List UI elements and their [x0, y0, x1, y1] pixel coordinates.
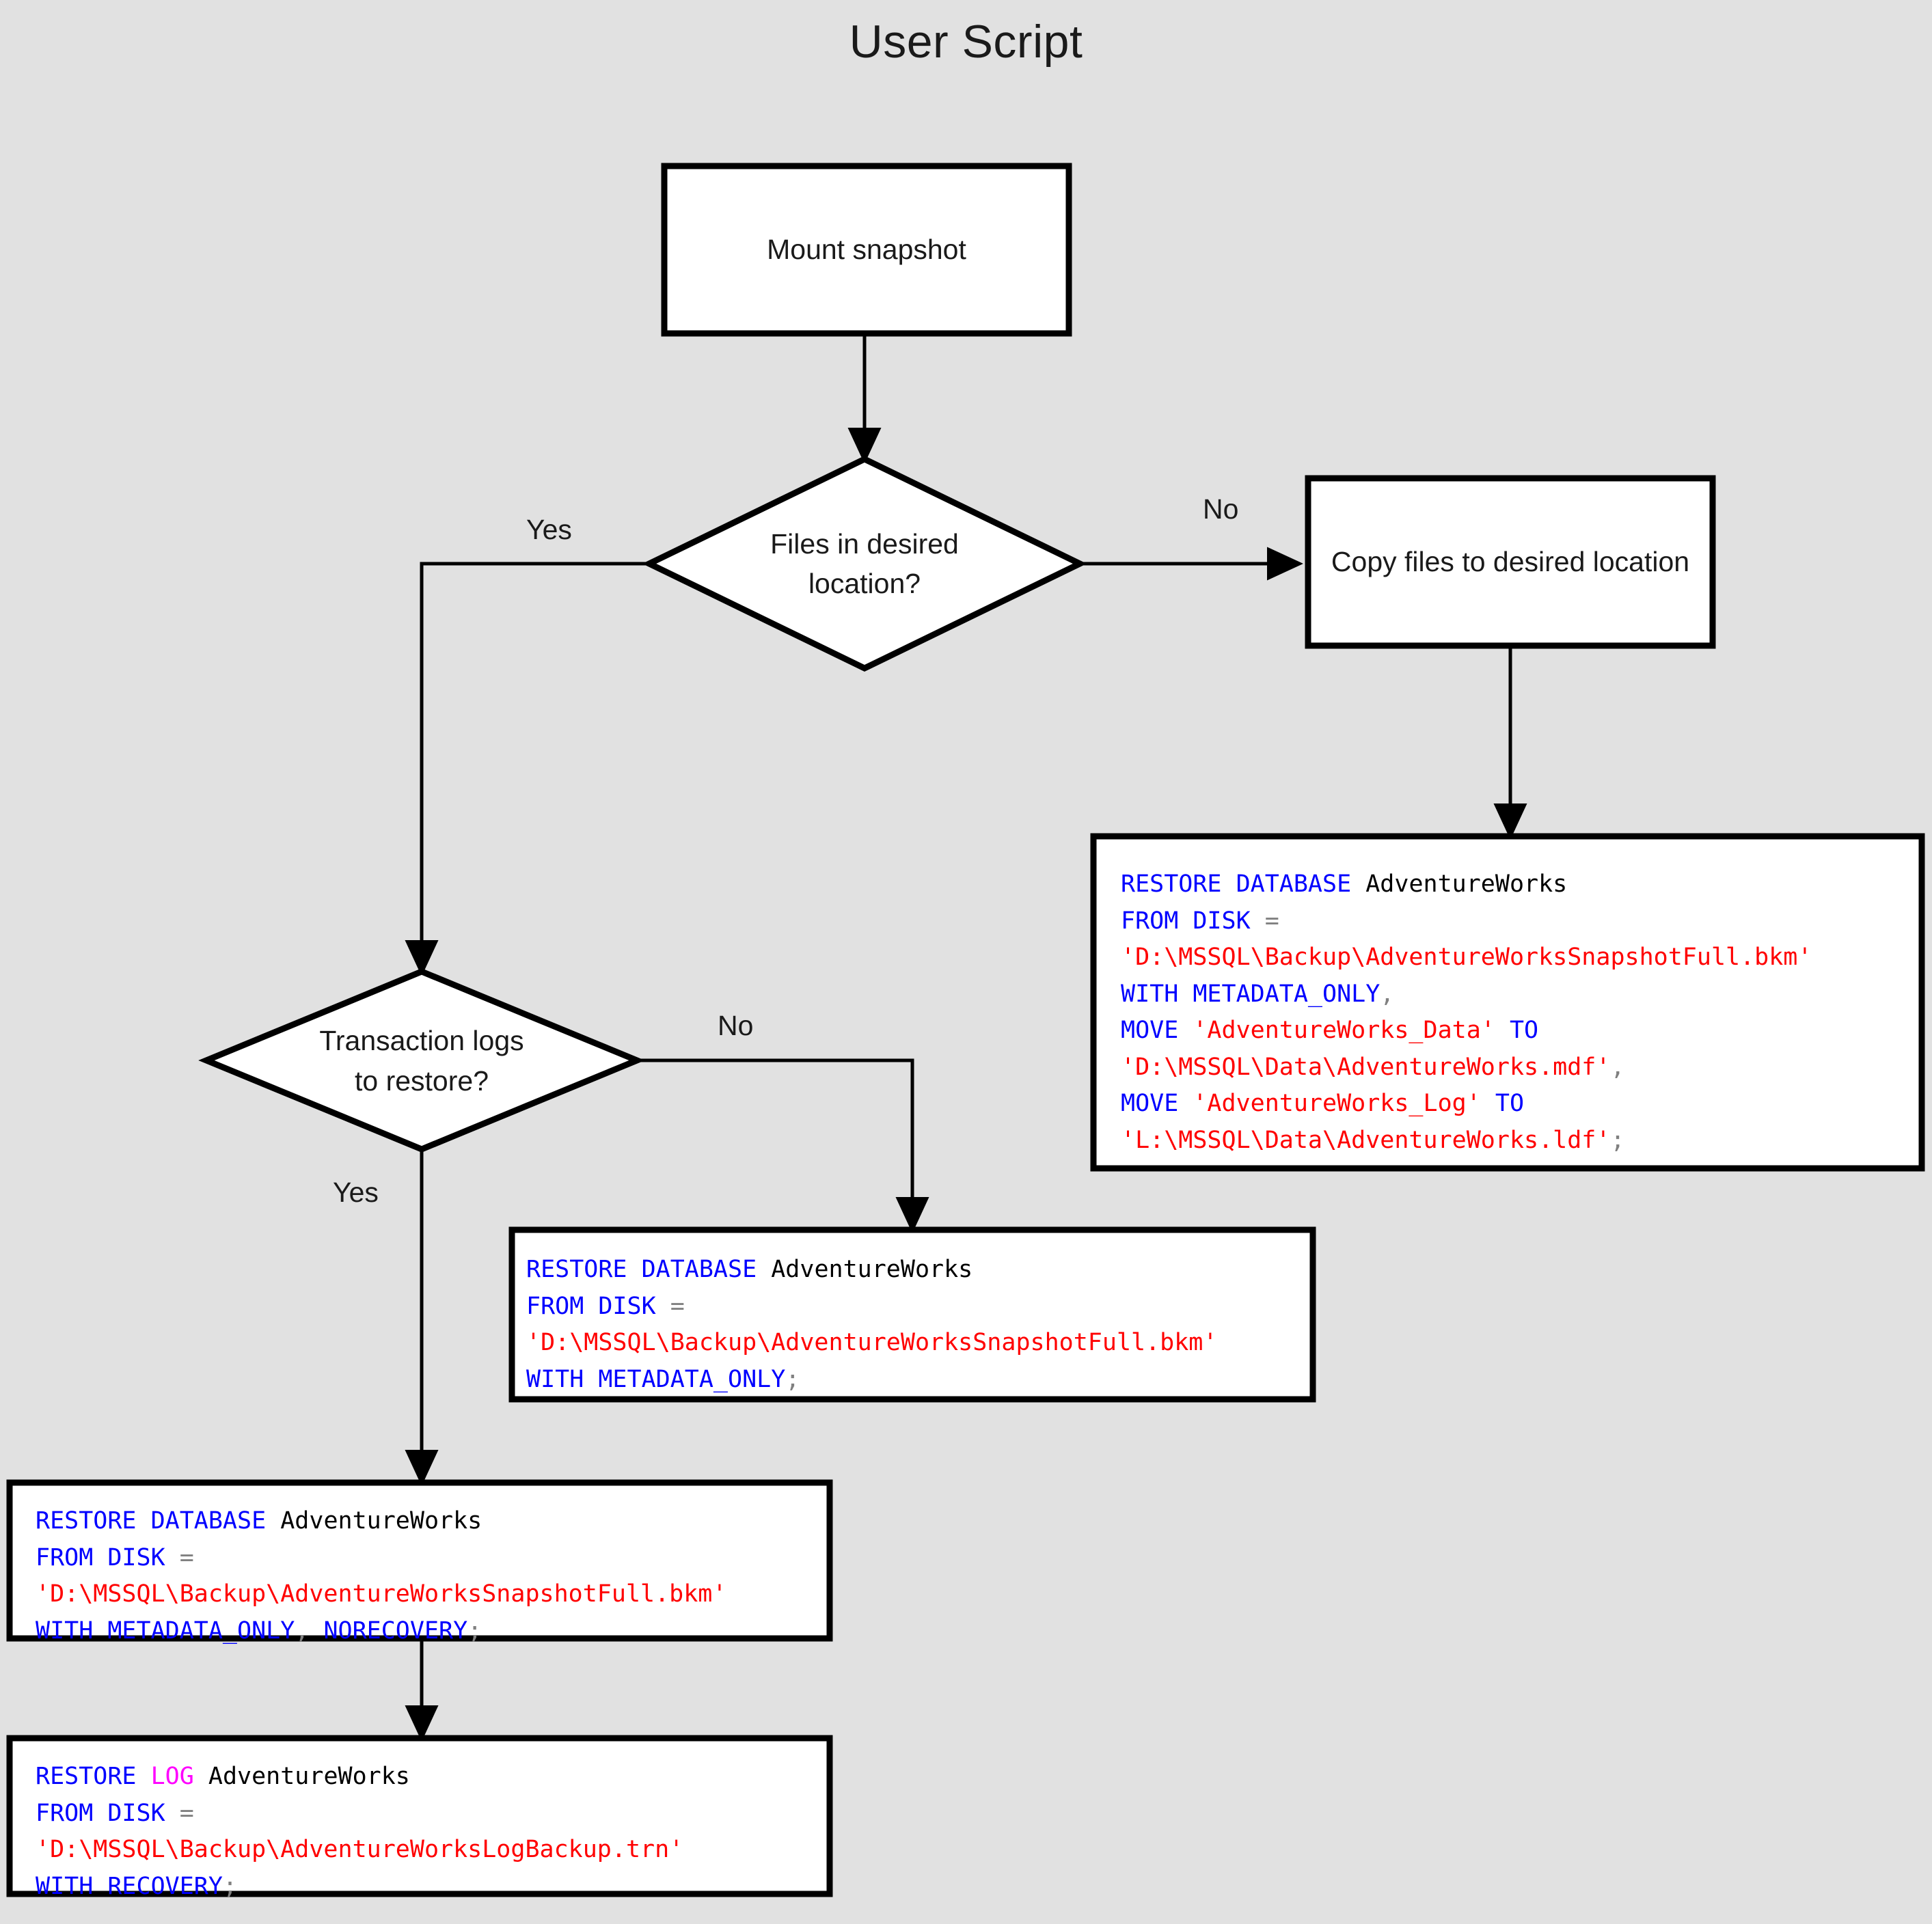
code-box-restore-with-move[interactable]	[1090, 833, 1925, 1172]
code-token: RESTORE	[36, 1763, 151, 1790]
code-token: FROM DISK	[36, 1543, 180, 1571]
code-token: FROM DISK	[36, 1799, 180, 1827]
code-box-restore-metadata-only[interactable]	[508, 1226, 1316, 1403]
code-token: 'D:\MSSQL\Backup\AdventureWorksSnapshotF…	[1121, 944, 1812, 972]
node-files-in-desired-location[interactable]	[642, 455, 1087, 672]
code-token: =	[179, 1543, 194, 1571]
code-box-restore-log[interactable]	[6, 1735, 833, 1897]
node-mount-snapshot[interactable]	[661, 163, 1072, 337]
code-token: WITH METADATA_ONLY	[526, 1365, 786, 1393]
code-token: WITH METADATA_ONLY	[36, 1617, 295, 1645]
code-token: ,	[1380, 980, 1395, 1008]
code-token: =	[179, 1799, 194, 1827]
code-token: MOVE	[1121, 1090, 1193, 1118]
code-token: 'D:\MSSQL\Backup\AdventureWorksSnapshotF…	[36, 1580, 727, 1608]
code-token: 'AdventureWorks_Log'	[1193, 1090, 1481, 1118]
code-token: TO	[1495, 1017, 1539, 1045]
code-token: =	[670, 1292, 685, 1320]
code-token: 'D:\MSSQL\Data\AdventureWorks.mdf'	[1121, 1053, 1611, 1081]
code-token: WITH RECOVERY	[36, 1872, 223, 1900]
code-token: ;	[222, 1872, 238, 1900]
code-token: TO	[1480, 1090, 1525, 1118]
code-token: ,	[1610, 1053, 1625, 1081]
code-token: AdventureWorks	[771, 1256, 973, 1283]
code-box-restore-norecovery[interactable]	[6, 1479, 833, 1642]
code-token: 'L:\MSSQL\Data\AdventureWorks.ldf'	[1121, 1126, 1611, 1154]
page-title: User Script	[849, 16, 1083, 68]
code-token: 'D:\MSSQL\Backup\AdventureWorksSnapshotF…	[526, 1329, 1218, 1357]
code-token: RESTORE DATABASE	[1121, 870, 1366, 898]
edge-files-yes	[405, 562, 649, 977]
code-token: AdventureWorks	[280, 1507, 482, 1535]
edge-label-logs-yes: Yes	[333, 1177, 379, 1208]
code-token: LOG	[150, 1763, 194, 1790]
code-token: RESTORE DATABASE	[526, 1256, 772, 1283]
edge-label-files-no: No	[1203, 493, 1239, 525]
code-token: RESTORE DATABASE	[36, 1507, 281, 1535]
code-token: FROM DISK	[526, 1292, 670, 1320]
code-token: AdventureWorks	[1365, 870, 1568, 898]
code-token: NORECOVERY	[323, 1617, 468, 1645]
code-token: AdventureWorks	[208, 1763, 410, 1790]
code-token: ;	[467, 1617, 482, 1645]
code-token: ;	[1610, 1126, 1625, 1154]
code-text-restore-log: RESTORE LOG AdventureWorks FROM DISK = '…	[36, 1759, 683, 1905]
edge-logs-no	[637, 1058, 929, 1234]
code-token: ;	[785, 1365, 800, 1393]
code-token: ,	[295, 1617, 324, 1645]
code-token: 'D:\MSSQL\Backup\AdventureWorksLogBackup…	[36, 1836, 684, 1864]
code-token: FROM DISK	[1121, 907, 1265, 935]
node-transaction-logs[interactable]	[198, 968, 645, 1153]
code-token	[194, 1763, 208, 1790]
code-token: WITH METADATA_ONLY	[1121, 980, 1380, 1008]
code-token: =	[1264, 907, 1279, 935]
edge-label-logs-no: No	[718, 1010, 754, 1041]
code-text-restore-norecovery: RESTORE DATABASE AdventureWorks FROM DIS…	[36, 1503, 726, 1649]
code-text-restore-with-move: RESTORE DATABASE AdventureWorks FROM DIS…	[1121, 866, 1812, 1159]
code-token: MOVE	[1121, 1017, 1193, 1045]
code-token: 'AdventureWorks_Data'	[1193, 1017, 1495, 1045]
edge-label-files-yes: Yes	[526, 514, 572, 545]
node-copy-files[interactable]	[1305, 475, 1716, 649]
code-text-restore-metadata-only: RESTORE DATABASE AdventureWorks FROM DIS…	[526, 1252, 1217, 1398]
